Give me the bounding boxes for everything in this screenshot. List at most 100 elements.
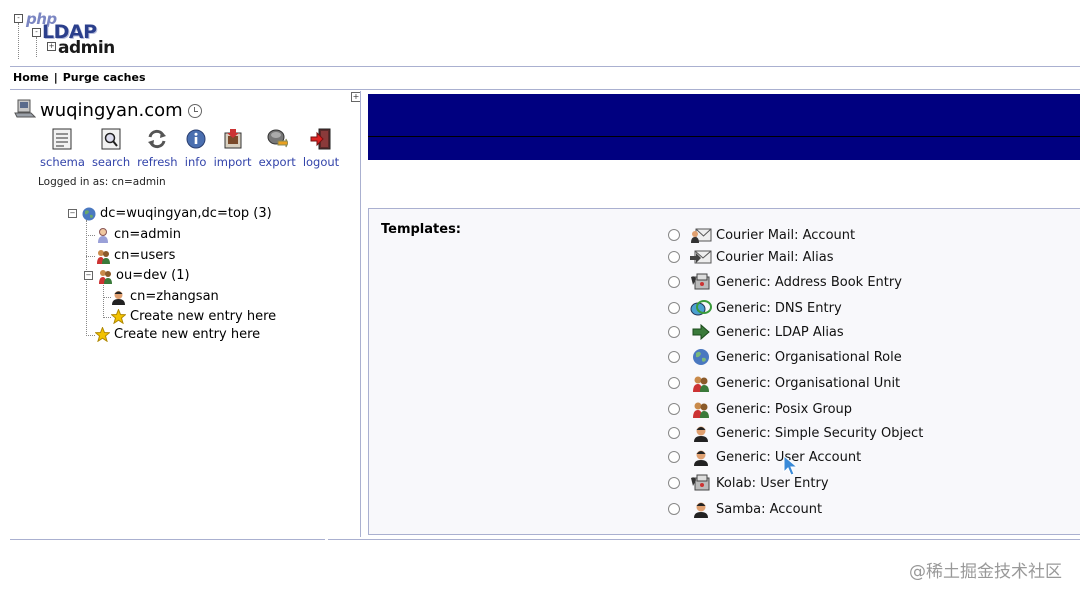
search-label: search xyxy=(91,155,131,169)
logo-box: + xyxy=(47,42,56,51)
server-name[interactable]: wuqingyan.com xyxy=(40,100,183,121)
create-entry-root[interactable]: Create new entry here xyxy=(95,327,260,342)
user-icon xyxy=(690,500,712,518)
user-icon xyxy=(690,448,712,466)
template-radio[interactable] xyxy=(668,276,680,288)
create-entry-child[interactable]: Create new entry here xyxy=(111,309,276,324)
logged-in-user: cn=admin xyxy=(111,176,166,188)
logout-button[interactable]: logout xyxy=(303,128,339,169)
user-icon xyxy=(111,289,126,305)
template-radio[interactable] xyxy=(668,351,680,363)
template-option[interactable]: Generic: Posix Group xyxy=(668,400,852,418)
tree-line xyxy=(86,256,95,257)
template-option[interactable]: Kolab: User Entry xyxy=(668,474,829,492)
tree-node-zhangsan[interactable]: cn=zhangsan xyxy=(111,289,219,305)
export-label: export xyxy=(258,155,296,169)
template-option[interactable]: Generic: User Account xyxy=(668,448,861,466)
address-book-icon xyxy=(690,474,712,492)
template-label: Kolab: User Entry xyxy=(716,475,829,491)
tree-node-label: cn=zhangsan xyxy=(130,289,219,304)
panel-divider xyxy=(360,91,361,537)
refresh-label: refresh xyxy=(137,155,178,169)
search-icon xyxy=(100,128,122,150)
template-radio[interactable] xyxy=(668,229,680,241)
footer-divider xyxy=(328,539,1080,540)
template-radio[interactable] xyxy=(668,377,680,389)
tree-node-label: dc=wuqingyan,dc=top (3) xyxy=(100,206,272,221)
info-label: info xyxy=(184,155,207,169)
group-icon xyxy=(690,400,712,418)
tree-node-label: cn=admin xyxy=(114,227,182,242)
tree-node-label: Create new entry here xyxy=(114,327,261,342)
template-option[interactable]: Samba: Account xyxy=(668,500,822,518)
template-label: Samba: Account xyxy=(716,501,823,517)
template-label: Generic: Posix Group xyxy=(716,401,853,417)
logged-in-prefix: Logged in as: xyxy=(38,176,112,188)
import-button[interactable]: import xyxy=(214,128,252,169)
template-label: Generic: Organisational Role xyxy=(716,349,902,365)
template-option[interactable]: Generic: LDAP Alias xyxy=(668,323,844,341)
export-button[interactable]: export xyxy=(259,128,296,169)
template-label: Courier Mail: Account xyxy=(716,227,856,243)
globe-icon xyxy=(81,206,96,221)
star-icon xyxy=(111,309,126,324)
template-radio[interactable] xyxy=(668,326,680,338)
search-button[interactable]: search xyxy=(92,128,130,169)
admin-user-icon xyxy=(95,227,110,243)
purge-caches-link[interactable]: Purge caches xyxy=(62,71,146,84)
user-icon xyxy=(690,424,712,442)
tree-line xyxy=(86,235,95,236)
schema-button[interactable]: schema xyxy=(40,128,85,169)
top-menu: Home | Purge caches xyxy=(13,71,146,84)
star-icon xyxy=(95,327,110,342)
logo-line xyxy=(36,37,37,57)
tree-node-label: cn=users xyxy=(114,248,176,263)
template-option[interactable]: Generic: DNS Entry xyxy=(668,299,842,317)
group-icon xyxy=(95,248,110,264)
template-option[interactable]: Courier Mail: Alias xyxy=(668,248,833,266)
template-radio[interactable] xyxy=(668,251,680,263)
template-radio[interactable] xyxy=(668,451,680,463)
tree-line xyxy=(86,335,95,336)
logo-ldap: LDAP xyxy=(42,21,97,43)
tree-node-dev[interactable]: − ou=dev (1) xyxy=(84,268,190,284)
refresh-icon xyxy=(146,128,168,150)
footer-divider xyxy=(10,539,325,540)
collapse-icon[interactable]: − xyxy=(84,271,93,280)
export-icon xyxy=(266,128,289,150)
templates-label: Templates: xyxy=(381,222,462,237)
info-icon xyxy=(185,128,207,150)
title-banner xyxy=(368,94,1080,160)
clock-icon[interactable] xyxy=(187,103,202,118)
collapse-icon[interactable]: − xyxy=(68,209,77,218)
template-radio[interactable] xyxy=(668,503,680,515)
template-option[interactable]: Generic: Address Book Entry xyxy=(668,273,902,291)
server-toolbar: schema search refresh info import export xyxy=(40,128,346,169)
menu-separator: | xyxy=(53,71,58,84)
tree-node-users[interactable]: cn=users xyxy=(95,248,176,264)
template-option[interactable]: Generic: Organisational Role xyxy=(668,348,902,366)
logo-box: - xyxy=(32,28,41,37)
logged-in-status: Logged in as: cn=admin xyxy=(38,176,166,188)
tree-node-admin[interactable]: cn=admin xyxy=(95,227,182,243)
template-radio[interactable] xyxy=(668,302,680,314)
template-radio[interactable] xyxy=(668,427,680,439)
template-radio[interactable] xyxy=(668,477,680,489)
template-option[interactable]: Generic: Simple Security Object xyxy=(668,424,923,442)
template-option[interactable]: Generic: Organisational Unit xyxy=(668,374,900,392)
template-option[interactable]: Courier Mail: Account xyxy=(668,226,855,244)
template-label: Generic: LDAP Alias xyxy=(716,324,844,340)
schema-label: schema xyxy=(40,155,85,169)
template-label: Generic: DNS Entry xyxy=(716,300,842,316)
server-header: wuqingyan.com xyxy=(14,98,202,123)
refresh-button[interactable]: refresh xyxy=(137,128,178,169)
info-button[interactable]: info xyxy=(185,128,207,169)
template-label: Generic: Organisational Unit xyxy=(716,375,901,391)
group-icon xyxy=(97,268,112,284)
logo-line xyxy=(18,23,19,59)
tree-node-root[interactable]: − dc=wuqingyan,dc=top (3) xyxy=(68,206,272,221)
home-link[interactable]: Home xyxy=(13,71,49,84)
logo-admin: admin xyxy=(58,38,115,58)
tree-line xyxy=(103,282,104,318)
template-radio[interactable] xyxy=(668,403,680,415)
